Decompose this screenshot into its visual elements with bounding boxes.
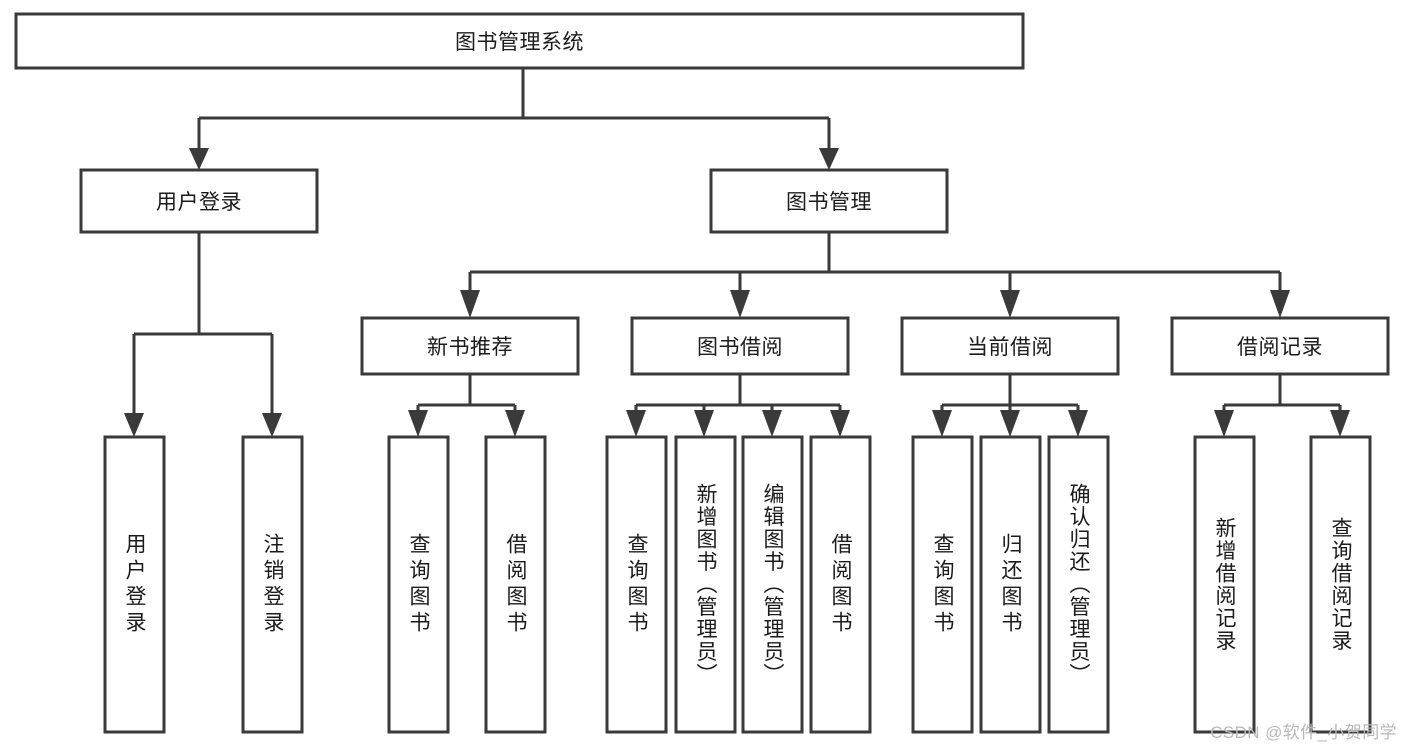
node-box-current-borrow[interactable] bbox=[900, 316, 1120, 376]
node-box-leaf[interactable] bbox=[241, 435, 304, 734]
arrow-head-icon bbox=[762, 410, 782, 437]
node-box-leaf[interactable] bbox=[1309, 435, 1372, 734]
node-box-leaf[interactable] bbox=[103, 435, 166, 734]
node-box-leaf[interactable] bbox=[605, 435, 668, 734]
connector-current-to-leaves bbox=[932, 374, 1088, 437]
arrow-head-icon bbox=[1214, 410, 1234, 437]
connector-root-to-level2 bbox=[189, 68, 839, 170]
node-box-leaf[interactable] bbox=[387, 435, 450, 734]
arrow-head-icon bbox=[1330, 410, 1350, 437]
node-box-leaf[interactable] bbox=[484, 435, 547, 734]
connector-newbook-to-leaves bbox=[408, 374, 525, 437]
node-box-book-management[interactable] bbox=[709, 168, 949, 234]
arrow-head-icon bbox=[1000, 290, 1020, 318]
node-box-user-login[interactable] bbox=[79, 168, 319, 234]
arrow-head-icon bbox=[1000, 410, 1020, 437]
arrow-head-icon bbox=[189, 148, 209, 170]
connector-bookmgmt-to-level3 bbox=[460, 232, 1290, 318]
arrow-head-icon bbox=[408, 410, 428, 437]
arrow-head-icon bbox=[730, 290, 750, 318]
arrow-head-icon bbox=[505, 410, 525, 437]
connector-records-to-leaves bbox=[1214, 374, 1350, 437]
arrow-head-icon bbox=[694, 410, 714, 437]
arrow-head-icon bbox=[932, 410, 952, 437]
connector-borrow-to-leaves bbox=[626, 374, 850, 437]
node-box-leaf[interactable] bbox=[741, 435, 804, 734]
arrow-head-icon bbox=[460, 290, 480, 318]
node-box-leaf[interactable] bbox=[674, 435, 737, 734]
node-box-leaf[interactable] bbox=[911, 435, 974, 734]
node-box-leaf[interactable] bbox=[979, 435, 1042, 734]
arrow-head-icon bbox=[819, 148, 839, 170]
node-box-new-book-recommend[interactable] bbox=[360, 316, 580, 376]
connector-userlogin-to-leaves bbox=[124, 232, 282, 437]
arrow-head-icon bbox=[830, 410, 850, 437]
arrow-head-icon bbox=[1068, 410, 1088, 437]
arrow-head-icon bbox=[1270, 290, 1290, 318]
node-box-borrow-records[interactable] bbox=[1170, 316, 1390, 376]
arrow-head-icon bbox=[626, 410, 646, 437]
arrow-head-icon bbox=[124, 413, 144, 437]
arrow-head-icon bbox=[262, 413, 282, 437]
node-box-leaf[interactable] bbox=[809, 435, 872, 734]
node-box-book-borrow[interactable] bbox=[630, 316, 850, 376]
node-box-root[interactable] bbox=[14, 12, 1025, 70]
node-box-leaf[interactable] bbox=[1193, 435, 1256, 734]
node-box-leaf[interactable] bbox=[1047, 435, 1110, 734]
